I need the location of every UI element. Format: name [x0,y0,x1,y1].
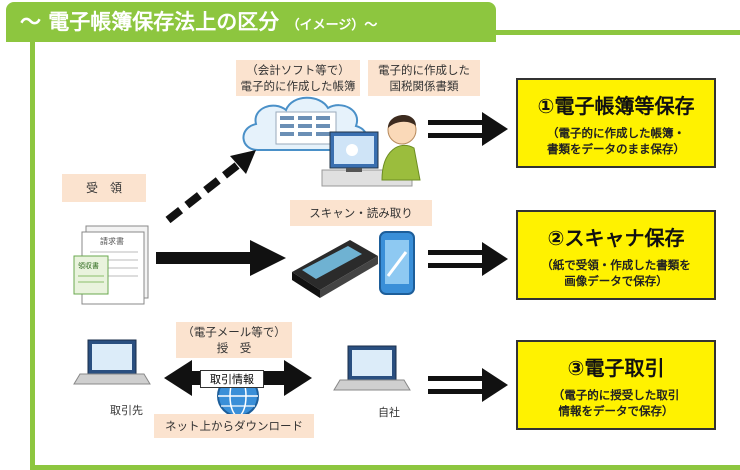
paper-documents-icon: 請求書 領収書 [73,225,149,305]
title-main: ～ 電子帳簿保存法上の区分 [20,10,280,34]
receipt-doc-text: 領収書 [78,261,99,270]
note-tax-docs-line1: 電子的に作成した [378,63,470,77]
solid-arrow-to-scanner [156,240,286,276]
note-tax-documents: 電子的に作成した 国税関係書類 [368,60,480,96]
partner-label: 取引先 [110,404,143,417]
note-download: ネット上からダウンロード [154,414,314,438]
arrow-to-category-1 [428,112,508,146]
smartphone-icon [379,231,415,295]
invoice-doc-text: 請求書 [100,236,124,246]
category-3-desc-line2: 情報をデータで保存） [558,404,674,418]
arrow-to-category-2 [428,242,508,276]
note-tax-docs-line2: 国税関係書類 [389,79,459,93]
note-download-text: ネット上からダウンロード [165,419,303,433]
category-3-title: ③電子取引 [567,356,665,380]
transaction-info-label: 取引情報 [200,370,264,388]
own-company-label: 自社 [378,406,400,419]
person-at-computer-icon [321,114,421,187]
category-1-title: ①電子帳簿等保存 [537,94,695,118]
partner-laptop-icon [73,339,151,385]
note-scan-text: スキャン・読み取り [309,206,413,220]
note-email: （電子メール等で） 授 受 [176,322,292,358]
note-accounting-software: （会計ソフト等で） 電子的に作成した帳簿 [236,60,360,96]
category-1-desc-line1: （電子的に作成した帳簿・ [547,126,685,140]
diagram-artwork: 請求書 領収書 [73,96,508,417]
title-sub: （イメージ）～ [286,18,378,33]
note-email-line2: 授 受 [216,341,252,355]
category-2-desc-line2: 画像データで保存） [564,274,668,288]
category-scanner-storage: ②スキャナ保存 （紙で受領・作成した書類を 画像データで保存） [516,210,716,300]
note-email-line1: （電子メール等で） [182,325,286,339]
note-receipt: 受 領 [62,174,146,202]
category-1-desc-line2: 書類をデータのまま保存） [547,142,685,156]
own-laptop-icon [333,345,411,391]
category-3-desc-line1: （電子的に授受した取引 [552,388,680,402]
category-2-title: ②スキャナ保存 [547,226,685,250]
diagram-title: ～ 電子帳簿保存法上の区分 （イメージ）～ [6,2,496,42]
note-accounting-line2: 電子的に作成した帳簿 [240,79,356,93]
scanner-icon [292,240,378,298]
note-receipt-text: 受 領 [85,181,122,195]
category-electronic-books: ①電子帳簿等保存 （電子的に作成した帳簿・ 書類をデータのまま保存） [516,78,716,168]
category-2-desc-line1: （紙で受領・作成した書類を [541,258,691,272]
dashed-arrow-to-cloud [165,150,256,224]
category-electronic-transactions: ③電子取引 （電子的に授受した取引 情報をデータで保存） [516,340,716,430]
note-accounting-line1: （会計ソフト等で） [246,63,350,77]
note-scan: スキャン・読み取り [290,200,432,226]
arrow-to-category-3 [428,368,508,402]
